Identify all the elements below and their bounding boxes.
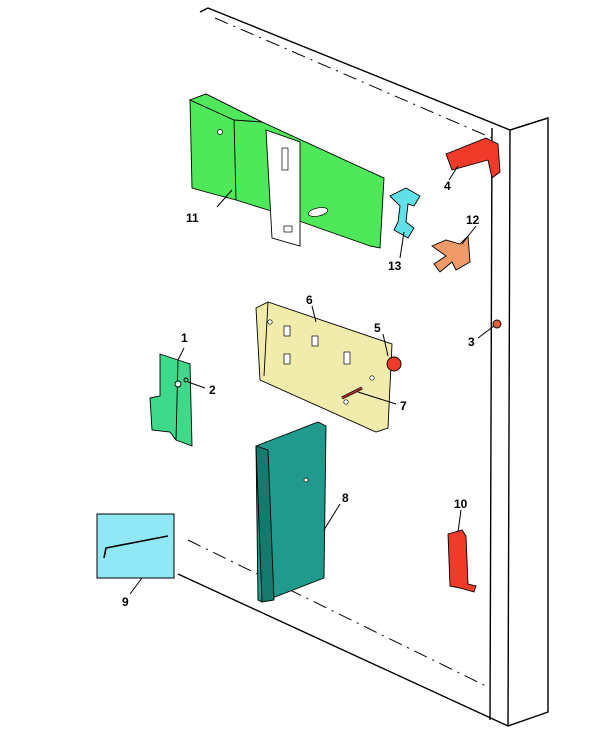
part-3-screw[interactable]	[492, 319, 502, 329]
part-11-screw-hole	[217, 129, 223, 135]
leader-8	[323, 503, 341, 531]
panel-side-face	[509, 117, 549, 131]
callout-12: 12	[466, 213, 480, 227]
leader-13	[399, 231, 405, 259]
callout-2: 2	[209, 383, 216, 397]
part-1-fold	[175, 359, 179, 441]
leader-11	[216, 189, 233, 208]
part-10-shape	[447, 529, 477, 593]
part-7-shape	[341, 387, 363, 399]
callout-3: 3	[468, 335, 475, 349]
part-2-screw[interactable]	[174, 377, 189, 388]
part-6-hole-b	[283, 353, 291, 365]
callout-9: 9	[122, 595, 129, 609]
part-6-screw-hole-c	[343, 399, 349, 405]
part-4-shape	[445, 137, 501, 179]
leader-10	[457, 509, 462, 533]
part-6-edge	[263, 301, 269, 377]
part-2-shape-b	[183, 377, 189, 383]
part-6-shape	[255, 301, 393, 433]
leader-2	[187, 381, 206, 389]
part-6-yellow-plate[interactable]	[255, 301, 393, 433]
callout-11: 11	[186, 211, 199, 225]
part-11-hole	[283, 225, 293, 233]
part-4-red-bracket[interactable]	[445, 137, 501, 179]
callout-8: 8	[342, 491, 349, 505]
part-13-cyan-clip[interactable]	[389, 187, 421, 239]
leader-lines	[129, 165, 495, 595]
callout-7: 7	[400, 399, 407, 413]
part-1-green-bracket[interactable]	[149, 353, 193, 447]
part-8-side	[255, 445, 275, 603]
panel-front-edge	[507, 129, 511, 727]
leader-9	[129, 577, 143, 595]
callout-5: 5	[374, 321, 381, 335]
part-6-hole-a	[283, 325, 291, 337]
callout-1: 1	[181, 331, 188, 345]
callout-labels: 1 2 3 4 5 6 7 8 9 10 11 12 13	[122, 179, 480, 609]
part-3-shape	[492, 319, 502, 329]
leader-3	[477, 325, 495, 339]
callout-10: 10	[454, 497, 468, 511]
part-6-hole-d	[343, 351, 351, 365]
part-9-inset[interactable]	[96, 513, 175, 579]
part-6-hole-c	[311, 335, 319, 347]
part-11-slot	[281, 147, 289, 171]
part-12-orange-bracket[interactable]	[431, 234, 471, 273]
callout-4: 4	[444, 179, 451, 193]
part-11-fold	[233, 119, 237, 201]
part-2-shape	[174, 380, 182, 388]
cabinet-panel	[177, 7, 549, 727]
part-8-shape	[255, 421, 327, 603]
part-5-knob[interactable]	[386, 356, 402, 372]
leader-7	[357, 391, 397, 405]
part-11-oval-hole	[307, 207, 329, 217]
leader-5	[382, 333, 389, 357]
part-8-hole	[303, 477, 309, 483]
part-6-screw-hole-b	[369, 375, 375, 381]
callout-13: 13	[388, 259, 402, 273]
part-5-shape	[386, 356, 402, 372]
part-13-shape	[389, 187, 421, 239]
part-7-pin[interactable]	[341, 386, 363, 400]
part-6-screw-hole-a	[267, 319, 273, 325]
part-11-green-bracket[interactable]	[188, 93, 385, 249]
callout-6: 6	[306, 293, 313, 307]
panel-inner-edge	[489, 127, 493, 721]
part-8-teal-channel[interactable]	[255, 421, 327, 603]
part-9-rod	[103, 535, 169, 559]
panel-bottom-centerline	[187, 539, 491, 689]
part-11-center-plate	[265, 129, 301, 247]
part-11-flange	[188, 93, 263, 123]
leader-4	[448, 165, 459, 181]
leader-6	[311, 305, 317, 323]
part-9-inset-box	[96, 513, 175, 579]
part-10-red-bracket[interactable]	[447, 529, 477, 593]
part-1-shape	[149, 353, 193, 447]
panel-top-centerline	[214, 17, 493, 139]
part-12-shape	[431, 234, 471, 273]
leader-12	[461, 225, 477, 245]
leader-1	[177, 347, 185, 361]
